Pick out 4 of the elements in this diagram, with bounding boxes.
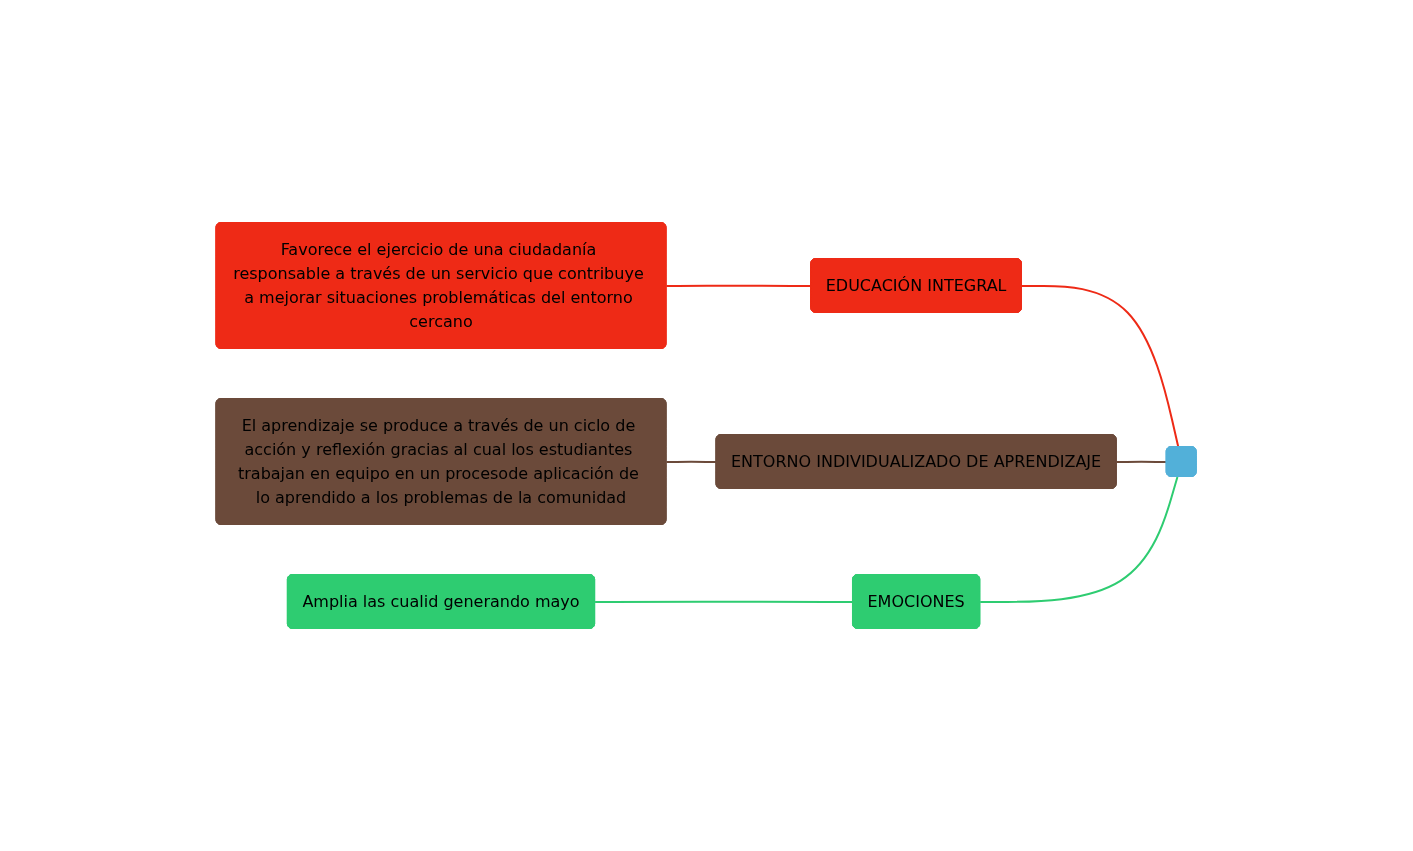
connector xyxy=(665,284,813,287)
connector xyxy=(979,476,1179,603)
connector xyxy=(1021,284,1180,448)
connector xyxy=(665,460,718,463)
